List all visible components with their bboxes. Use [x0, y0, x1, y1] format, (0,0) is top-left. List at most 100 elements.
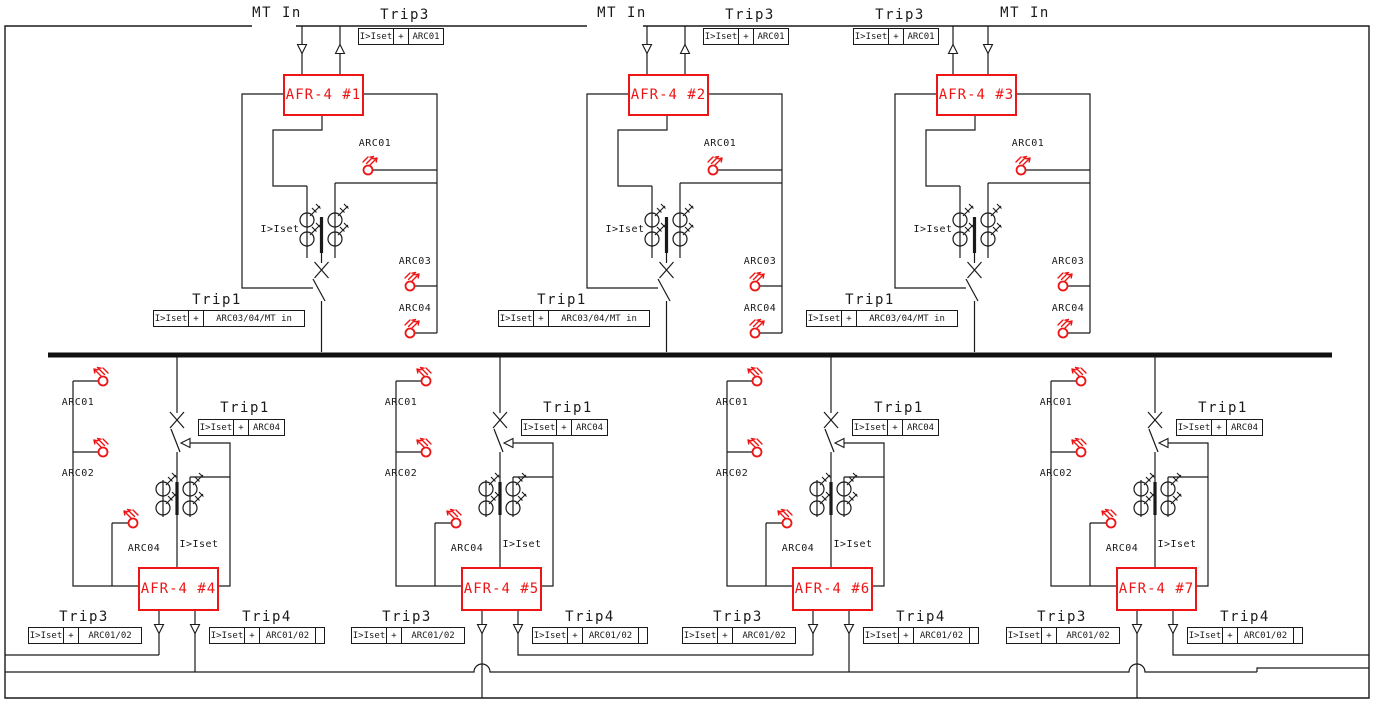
iset-label: I>Iset — [913, 224, 953, 235]
trip1-logic-box: I>Iset + ARC04 — [198, 419, 285, 436]
logic-cell: + — [889, 29, 904, 44]
logic-cell: ARC04 — [906, 422, 935, 433]
arc04-label: ARC04 — [127, 543, 161, 554]
logic-cell: I>Iset — [359, 29, 394, 44]
trip4-logic-box: I>Iset + ARC01/02 — [863, 627, 979, 644]
arc03-label: ARC03 — [398, 256, 432, 267]
arc01-label: ARC01 — [1039, 397, 1073, 408]
arc04-label: ARC04 — [781, 543, 815, 554]
mt-in-label: MT In — [597, 5, 647, 21]
arc02-label: ARC02 — [715, 468, 749, 479]
arc02-label: ARC02 — [61, 468, 95, 479]
trip3-logic-box: I>Iset + ARC01 — [703, 28, 789, 45]
arc04-label: ARC04 — [743, 303, 777, 314]
empty-cell — [970, 628, 978, 643]
iset-label: I>Iset — [605, 224, 645, 235]
feeder-trip-drops — [158, 634, 1369, 698]
logic-cell: I>Iset — [864, 628, 899, 643]
logic-cell: ARC01/02 — [260, 628, 316, 643]
empty-cell — [316, 628, 324, 643]
logic-cell: ARC01 — [907, 31, 935, 42]
arc01-label: ARC01 — [358, 138, 392, 149]
logic-cell: ARC04 — [252, 422, 281, 433]
arc04-label: ARC04 — [1105, 543, 1139, 554]
logic-cell: I>Iset — [522, 420, 557, 435]
logic-cell: + — [394, 29, 409, 44]
logic-cell: I>Iset — [154, 311, 189, 326]
trip1-logic-box: I>Iset + ARC04 — [1176, 419, 1263, 436]
trip4-logic-box: I>Iset + ARC01/02 — [532, 627, 648, 644]
mt-in-label: MT In — [1000, 5, 1050, 21]
logic-cell: + — [557, 420, 572, 435]
logic-cell: ARC01/02 — [583, 628, 639, 643]
relay-box: AFR-4 #6 — [792, 567, 873, 611]
logic-cell: + — [64, 628, 79, 643]
logic-cell: I>Iset — [1007, 628, 1042, 643]
trip1-label: Trip1 — [220, 400, 270, 416]
trip1-logic-box: I>Iset + ARC03/04/MT in — [153, 310, 305, 327]
incomer-2-mtin-trip3-arrows — [643, 26, 690, 74]
logic-cell: I>Iset — [704, 29, 739, 44]
logic-cell: + — [568, 628, 583, 643]
trip3-label: Trip3 — [875, 7, 925, 23]
trip1-label: Trip1 — [1198, 400, 1248, 416]
trip1-logic-box: I>Iset + ARC03/04/MT in — [806, 310, 958, 327]
arc01-label: ARC01 — [703, 138, 737, 149]
trip1-label: Trip1 — [874, 400, 924, 416]
trip1-label: Trip1 — [543, 400, 593, 416]
trip3-logic-box: I>Iset + ARC01/02 — [351, 627, 465, 644]
trip-loop-frame — [4, 25, 1370, 699]
trip4-logic-box: I>Iset + ARC01/02 — [1187, 627, 1303, 644]
logic-cell: ARC01/02 — [742, 630, 786, 641]
logic-cell: I>Iset — [29, 628, 64, 643]
arc03-label: ARC03 — [1051, 256, 1085, 267]
logic-cell: + — [899, 628, 914, 643]
logic-cell: I>Iset — [1177, 420, 1212, 435]
trip3-label: Trip3 — [380, 7, 430, 23]
trip3-label: Trip3 — [59, 609, 109, 625]
logic-cell: I>Iset — [1188, 628, 1223, 643]
arc03-label: ARC03 — [743, 256, 777, 267]
trip3-logic-box: I>Iset + ARC01 — [853, 28, 939, 45]
arc01-label: ARC01 — [715, 397, 749, 408]
logic-cell: + — [534, 311, 549, 326]
iset-label: I>Iset — [502, 539, 542, 550]
logic-cell: + — [387, 628, 402, 643]
logic-cell: ARC01/02 — [88, 630, 132, 641]
trip3-logic-box: I>Iset + ARC01/02 — [1006, 627, 1120, 644]
logic-cell: I>Iset — [499, 311, 534, 326]
arc02-label: ARC02 — [384, 468, 418, 479]
logic-cell: I>Iset — [533, 628, 568, 643]
trip4-label: Trip4 — [896, 609, 946, 625]
relay-box: AFR-4 #5 — [461, 567, 542, 611]
trip3-logic-box: I>Iset + ARC01 — [358, 28, 444, 45]
logic-cell: ARC01/02 — [914, 628, 970, 643]
iset-label: I>Iset — [179, 539, 219, 550]
iset-label: I>Iset — [1157, 539, 1197, 550]
logic-cell: ARC04 — [1230, 422, 1259, 433]
logic-cell: ARC04 — [575, 422, 604, 433]
iset-label: I>Iset — [833, 539, 873, 550]
trip1-label: Trip1 — [192, 292, 242, 308]
arc01-label: ARC01 — [61, 397, 95, 408]
arc04-label: ARC04 — [398, 303, 432, 314]
trip3-logic-box: I>Iset + ARC01/02 — [682, 627, 796, 644]
relay-box: AFR-4 #1 — [283, 74, 364, 116]
logic-cell: ARC03/04/MT in — [216, 313, 292, 324]
trip1-logic-box: I>Iset + ARC04 — [852, 419, 939, 436]
trip3-label: Trip3 — [1037, 609, 1087, 625]
logic-cell: ARC03/04/MT in — [869, 313, 945, 324]
logic-cell: ARC01 — [757, 31, 785, 42]
trip1-label: Trip1 — [845, 292, 895, 308]
arc04-label: ARC04 — [1051, 303, 1085, 314]
relay-box: AFR-4 #2 — [628, 74, 709, 116]
logic-cell: + — [1212, 420, 1227, 435]
logic-cell: ARC01/02 — [411, 630, 455, 641]
incomer-3-mtin-trip3-arrows — [949, 26, 993, 74]
logic-cell: + — [234, 420, 249, 435]
iset-label: I>Iset — [260, 224, 300, 235]
relay-box: AFR-4 #7 — [1116, 567, 1197, 611]
logic-cell: ARC03/04/MT in — [561, 313, 637, 324]
trip4-label: Trip4 — [242, 609, 292, 625]
